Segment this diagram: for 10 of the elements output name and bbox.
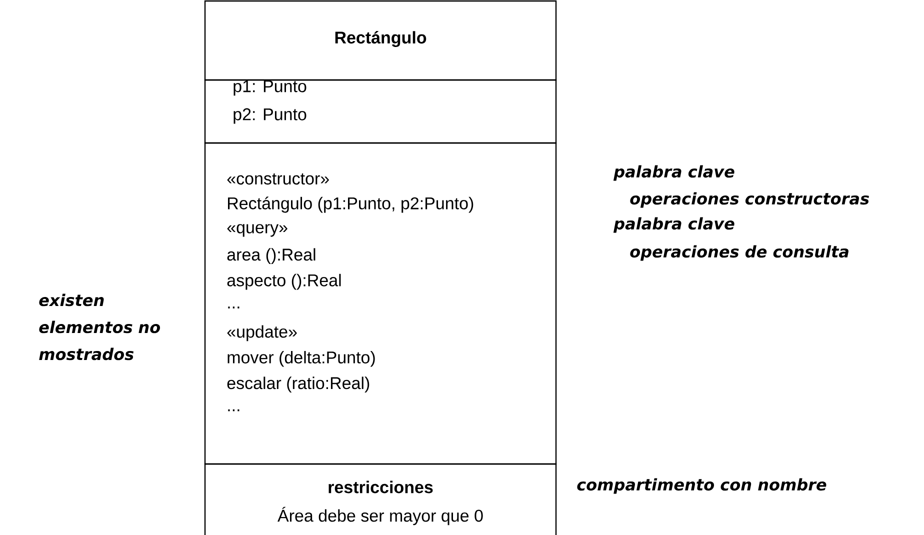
class-name-compartment: Rectángulo [204,0,557,81]
annotation: compartimento con nombre [577,478,826,494]
constraint-compartment: restricciones Área debe ser mayor que 0 [204,463,557,535]
annotation: operaciones de consulta [630,245,848,261]
annotation: operaciones constructoras [630,192,869,208]
class-compartment: p1: Punto p2: Punto [204,79,557,144]
annotation: palabra clave [613,217,734,233]
class-compartment: «constructor» Rectángulo (p1:Punto, p2:Punto) «query» area ():Real aspecto ():Real ... «update» mover (delta:Punto) escalar (ratio:Real) ... [204,142,557,465]
annotation: existen elementos no mostrados [39,294,160,360]
annotation: palabra clave [613,165,734,181]
